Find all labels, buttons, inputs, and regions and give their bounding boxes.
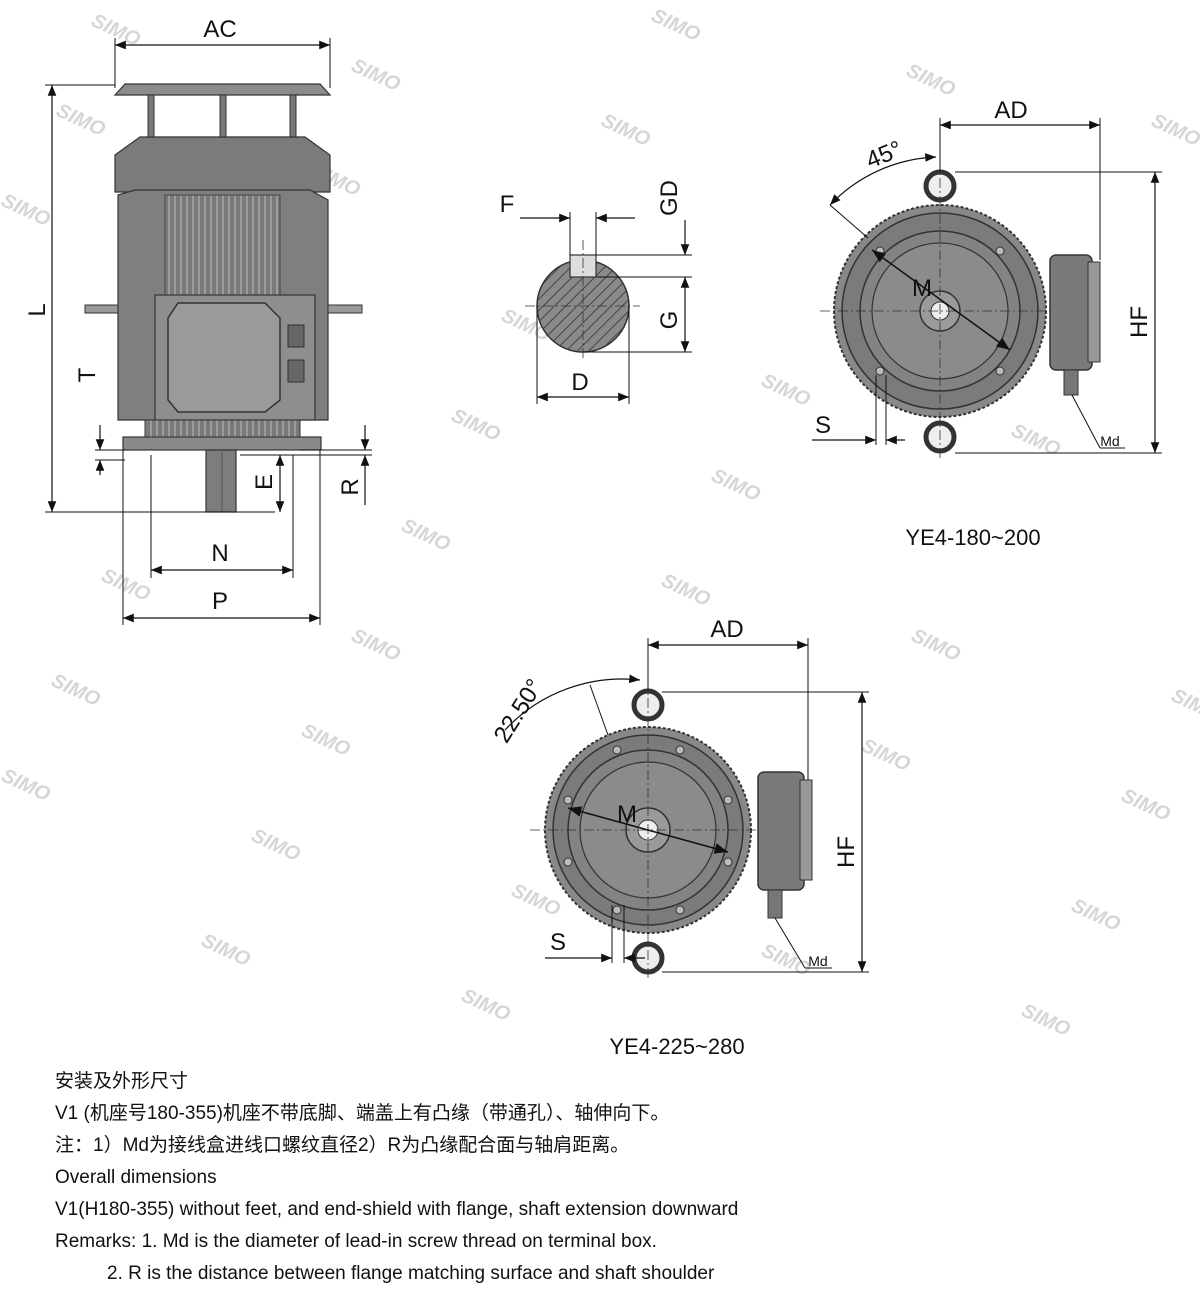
label-E: E	[251, 474, 278, 490]
notes-en-line1: V1(H180-355) without feet, and end-shiel…	[55, 1199, 739, 1220]
svg-text:SIMO: SIMO	[708, 465, 764, 507]
label-angle-22-5: 22.50°	[489, 674, 549, 747]
label-S-top: S	[815, 412, 831, 439]
svg-text:SIMO: SIMO	[348, 55, 404, 97]
svg-text:SIMO: SIMO	[658, 570, 714, 612]
svg-text:SIMO: SIMO	[53, 100, 109, 142]
notes-cn-line2: 注：1）Md为接线盒进线口螺纹直径2）R为凸缘配合面与轴肩距离。	[55, 1135, 630, 1156]
notes-cn-title: 安装及外形尺寸	[55, 1071, 189, 1092]
svg-text:SIMO: SIMO	[908, 625, 964, 667]
label-AC: AC	[203, 16, 236, 43]
svg-text:SIMO: SIMO	[758, 940, 814, 982]
label-HF-top: HF	[1126, 306, 1153, 338]
label-G: G	[656, 311, 683, 330]
svg-text:SIMO: SIMO	[1018, 1000, 1074, 1042]
end-view-225-280: M AD HF 22.50° S Md YE4-225~280	[489, 616, 869, 1059]
notes-cn-line1: V1 (机座号180-355)机座不带底脚、端盖上有凸缘（带通孔）、轴伸向下。	[55, 1103, 670, 1124]
svg-text:SIMO: SIMO	[648, 5, 704, 47]
svg-text:SIMO: SIMO	[398, 515, 454, 557]
label-M-top: M	[912, 275, 932, 302]
label-S-bottom: S	[550, 929, 566, 956]
svg-text:SIMO: SIMO	[903, 60, 959, 102]
label-F: F	[500, 191, 515, 218]
label-D: D	[571, 369, 588, 396]
svg-text:SIMO: SIMO	[348, 625, 404, 667]
notes-block: 安装及外形尺寸 V1 (机座号180-355)机座不带底脚、端盖上有凸缘（带通孔…	[55, 1066, 1175, 1290]
label-angle-45: 45°	[862, 136, 906, 175]
notes-en-title: Overall dimensions	[55, 1167, 217, 1188]
label-L: L	[24, 303, 51, 316]
label-HF-bottom: HF	[833, 836, 860, 868]
label-AD-top: AD	[994, 97, 1027, 124]
label-GD: GD	[656, 180, 683, 216]
svg-text:SIMO: SIMO	[458, 985, 514, 1027]
svg-text:SIMO: SIMO	[248, 825, 304, 867]
label-T: T	[74, 367, 101, 382]
svg-text:SIMO: SIMO	[508, 880, 564, 922]
svg-text:SIMO: SIMO	[758, 370, 814, 412]
model-label-top: YE4-180~200	[905, 525, 1040, 550]
model-label-bottom: YE4-225~280	[609, 1034, 744, 1059]
notes-en-line3: 2. R is the distance between flange matc…	[107, 1263, 715, 1284]
label-P: P	[212, 588, 228, 615]
svg-text:SIMO: SIMO	[198, 930, 254, 972]
svg-text:SIMO: SIMO	[48, 670, 104, 712]
label-N: N	[211, 540, 228, 567]
svg-text:SIMO: SIMO	[1068, 895, 1124, 937]
svg-text:SIMO: SIMO	[298, 720, 354, 762]
shaft-section: F GD G D	[500, 180, 692, 404]
notes-en-line2: Remarks: 1. Md is the diameter of lead-i…	[55, 1231, 657, 1252]
side-view: AC L T E	[24, 16, 372, 625]
svg-text:SIMO: SIMO	[98, 565, 154, 607]
svg-text:SIMO: SIMO	[1168, 685, 1200, 727]
label-R: R	[337, 478, 364, 495]
label-AD-bottom: AD	[710, 616, 743, 643]
label-Md-top: Md	[1100, 433, 1119, 449]
svg-text:SIMO: SIMO	[858, 735, 914, 777]
label-M-bottom: M	[617, 801, 637, 828]
svg-text:SIMO: SIMO	[598, 110, 654, 152]
end-view-180-200: M AD HF 45° S Md YE4-180~200	[812, 97, 1162, 550]
svg-text:SIMO: SIMO	[448, 405, 504, 447]
label-Md-bottom: Md	[808, 953, 827, 969]
svg-text:SIMO: SIMO	[1148, 110, 1200, 152]
svg-text:SIMO: SIMO	[1118, 785, 1174, 827]
svg-text:SIMO: SIMO	[0, 765, 54, 807]
svg-text:SIMO: SIMO	[1008, 420, 1064, 462]
dimension-drawing: SIMO SIMO SIMO SIMO SIMO SIMO SIMO SIMO …	[0, 5, 1200, 1059]
svg-text:SIMO: SIMO	[0, 190, 54, 232]
